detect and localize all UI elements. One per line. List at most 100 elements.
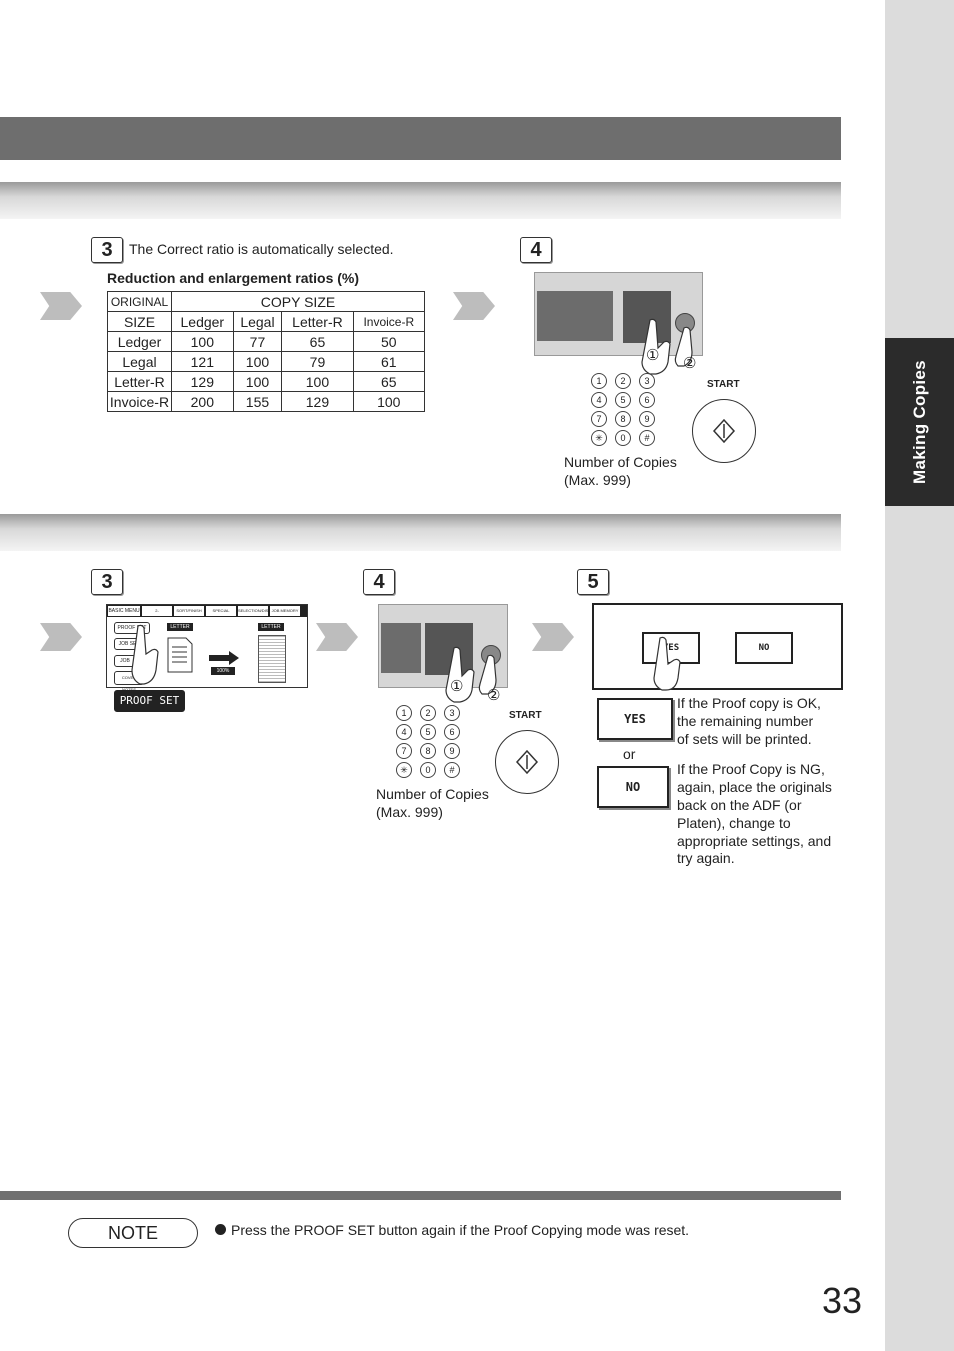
circle-number-1: ①	[450, 678, 464, 695]
table-cell: 200	[171, 391, 234, 412]
ratio-table: ORIGINAL COPY SIZE SIZE Ledger Legal Let…	[107, 291, 426, 412]
proof-set-button[interactable]: PROOF SET	[114, 690, 185, 712]
circle-number-1: ①	[646, 347, 660, 364]
copy-document-icon	[258, 635, 286, 683]
start-label: START	[707, 379, 740, 390]
keypad-key: 3	[444, 705, 460, 721]
tab-special-effects: SPECIAL EFFECTS	[206, 606, 236, 616]
letter-label-left: LETTER	[167, 623, 193, 631]
note-text: Press the PROOF SET button again if the …	[231, 1222, 690, 1238]
row-label: Ledger	[107, 331, 172, 352]
panel-screen	[381, 623, 421, 673]
no-description-line: again, place the originals	[677, 779, 832, 795]
touch-screen-illustration: BASIC MENU 2-SIDED/ORIG.→COPY SORT/FINIS…	[106, 604, 308, 692]
zoom-label: 100%	[211, 667, 235, 675]
section-bar-1	[0, 182, 841, 219]
no-description-line: appropriate settings, and	[677, 833, 832, 849]
arrow-right-icon	[209, 651, 239, 665]
step-number: 3	[91, 237, 123, 263]
row-label: Letter-R	[107, 371, 172, 392]
keypad-key: ✳	[396, 762, 412, 778]
table-row: Invoice-R 200 155 129 100	[107, 391, 426, 412]
column-header: Invoice-R	[352, 311, 426, 332]
table-cell: 50	[352, 331, 426, 352]
flow-arrow	[453, 292, 495, 320]
keypad-key: 8	[615, 411, 631, 427]
no-description-line: try again.	[677, 850, 735, 866]
circle-number-2: ②	[683, 355, 697, 372]
flow-arrow	[532, 623, 574, 651]
keypad-key: 5	[420, 724, 436, 740]
keypad-key: 4	[396, 724, 412, 740]
bullet-icon	[215, 1224, 226, 1235]
step-number: 5	[577, 569, 609, 595]
column-header: Ledger	[171, 311, 234, 332]
keypad-key: 9	[639, 411, 655, 427]
table-cell: 129	[281, 391, 354, 412]
table-cell: 61	[352, 351, 426, 372]
table-cell: 100	[171, 331, 234, 352]
table-cell: 129	[171, 371, 234, 392]
flow-arrow	[40, 292, 82, 320]
or-label: or	[623, 746, 636, 762]
header-copy-size: COPY SIZE	[171, 291, 425, 312]
step-number: 4	[363, 569, 395, 595]
start-button-icon	[495, 730, 559, 794]
header-size: SIZE	[107, 311, 172, 332]
copies-caption-max: (Max. 999)	[564, 472, 631, 488]
tab-selection-display: SELECTION/DISPLAY	[238, 606, 268, 616]
table-row: Letter-R 129 100 100 65	[107, 371, 426, 392]
keypad-key: 2	[420, 705, 436, 721]
bottom-bar	[0, 1191, 841, 1200]
title-bar	[0, 117, 841, 160]
keypad-key: 0	[420, 762, 436, 778]
copies-caption-max: (Max. 999)	[376, 804, 443, 820]
table-cell: 79	[281, 351, 354, 372]
keypad-key: 6	[444, 724, 460, 740]
yes-description-line: If the Proof copy is OK,	[677, 695, 821, 711]
start-button-icon	[692, 399, 756, 463]
keypad-key: 6	[639, 392, 655, 408]
start-label: START	[509, 710, 542, 721]
confirm-dialog-illustration: YES NO	[592, 603, 843, 690]
table-cell: 65	[281, 331, 354, 352]
circle-number-2: ②	[487, 687, 501, 704]
no-button[interactable]: NO	[735, 632, 793, 664]
header-original: ORIGINAL	[107, 291, 172, 312]
note-label: NOTE	[68, 1218, 198, 1248]
row-label: Invoice-R	[107, 391, 172, 412]
no-description-line: back on the ADF (or	[677, 797, 802, 813]
hand-pointer-icon	[131, 624, 159, 685]
keypad-key: #	[639, 430, 655, 446]
section-bar-2	[0, 514, 841, 551]
no-description-line: If the Proof Copy is NG,	[677, 761, 825, 777]
yes-description-line: the remaining number	[677, 713, 814, 729]
flow-arrow	[316, 623, 358, 651]
original-document-icon	[167, 637, 193, 673]
table-cell: 100	[352, 391, 426, 412]
keypad-key: ✳	[591, 430, 607, 446]
flow-arrow	[40, 623, 82, 651]
tab-sort-finish: SORT/FINISH	[174, 606, 204, 616]
copies-caption: Number of Copies	[376, 786, 489, 802]
hand-pointer-icon	[653, 636, 681, 691]
control-panel-illustration	[378, 604, 508, 688]
keypad-key: 7	[396, 743, 412, 759]
keypad-key: 7	[591, 411, 607, 427]
keypad-key: 2	[615, 373, 631, 389]
row-label: Legal	[107, 351, 172, 372]
table-cell: 77	[232, 331, 283, 352]
keypad-area	[425, 623, 473, 675]
table-row: Ledger 100 77 65 50	[107, 331, 426, 352]
table-cell: 100	[232, 351, 283, 372]
keypad-key: 4	[591, 392, 607, 408]
table-row: Legal 121 100 79 61	[107, 351, 426, 372]
copies-caption: Number of Copies	[564, 454, 677, 470]
keypad-key: 1	[396, 705, 412, 721]
table-cell: 65	[352, 371, 426, 392]
step-number: 4	[520, 237, 552, 263]
tab-basic-menu: BASIC MENU	[108, 606, 140, 616]
keypad-key: 1	[591, 373, 607, 389]
